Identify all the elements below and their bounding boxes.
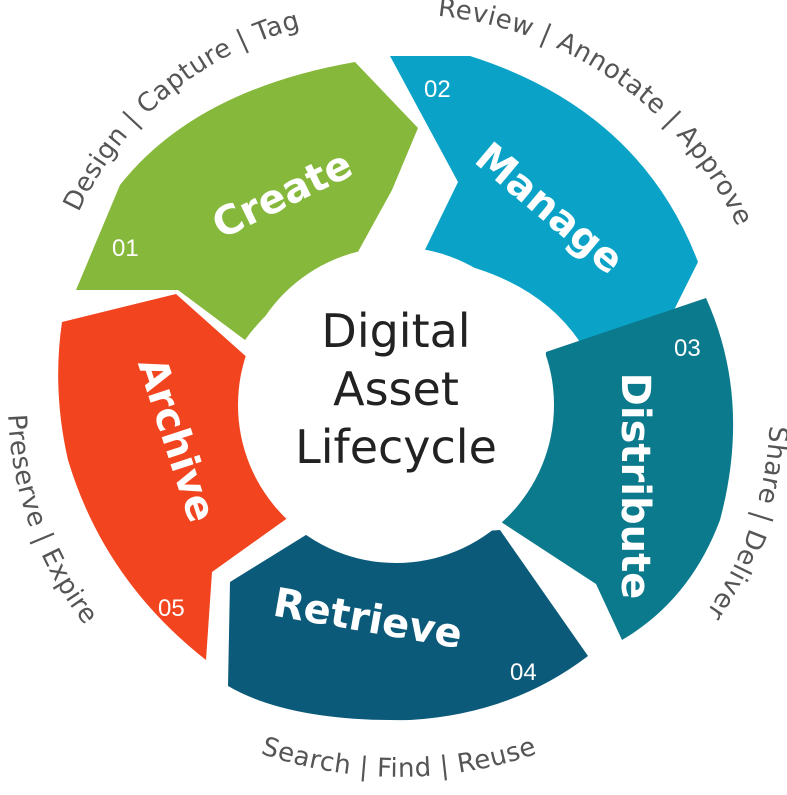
center-title-line-1: Digital	[321, 304, 470, 358]
stage-number-manage: 02	[424, 76, 451, 103]
segment-archive	[58, 294, 297, 660]
stage-number-create: 01	[112, 235, 139, 262]
center-title-line-3: Lifecycle	[295, 420, 497, 474]
stage-number-archive: 05	[158, 595, 185, 622]
segment-manage	[390, 56, 698, 342]
stage-number-retrieve: 04	[510, 659, 537, 686]
segment-distribute	[498, 298, 734, 640]
stage-name-distribute: Distribute	[612, 373, 658, 600]
center-title-line-2: Asset	[333, 362, 459, 416]
segment-retrieve	[228, 530, 588, 721]
stage-number-distribute: 03	[674, 335, 701, 362]
tasks-retrieve: Search | Find | Reuse	[258, 731, 540, 783]
center-circle	[238, 247, 554, 563]
